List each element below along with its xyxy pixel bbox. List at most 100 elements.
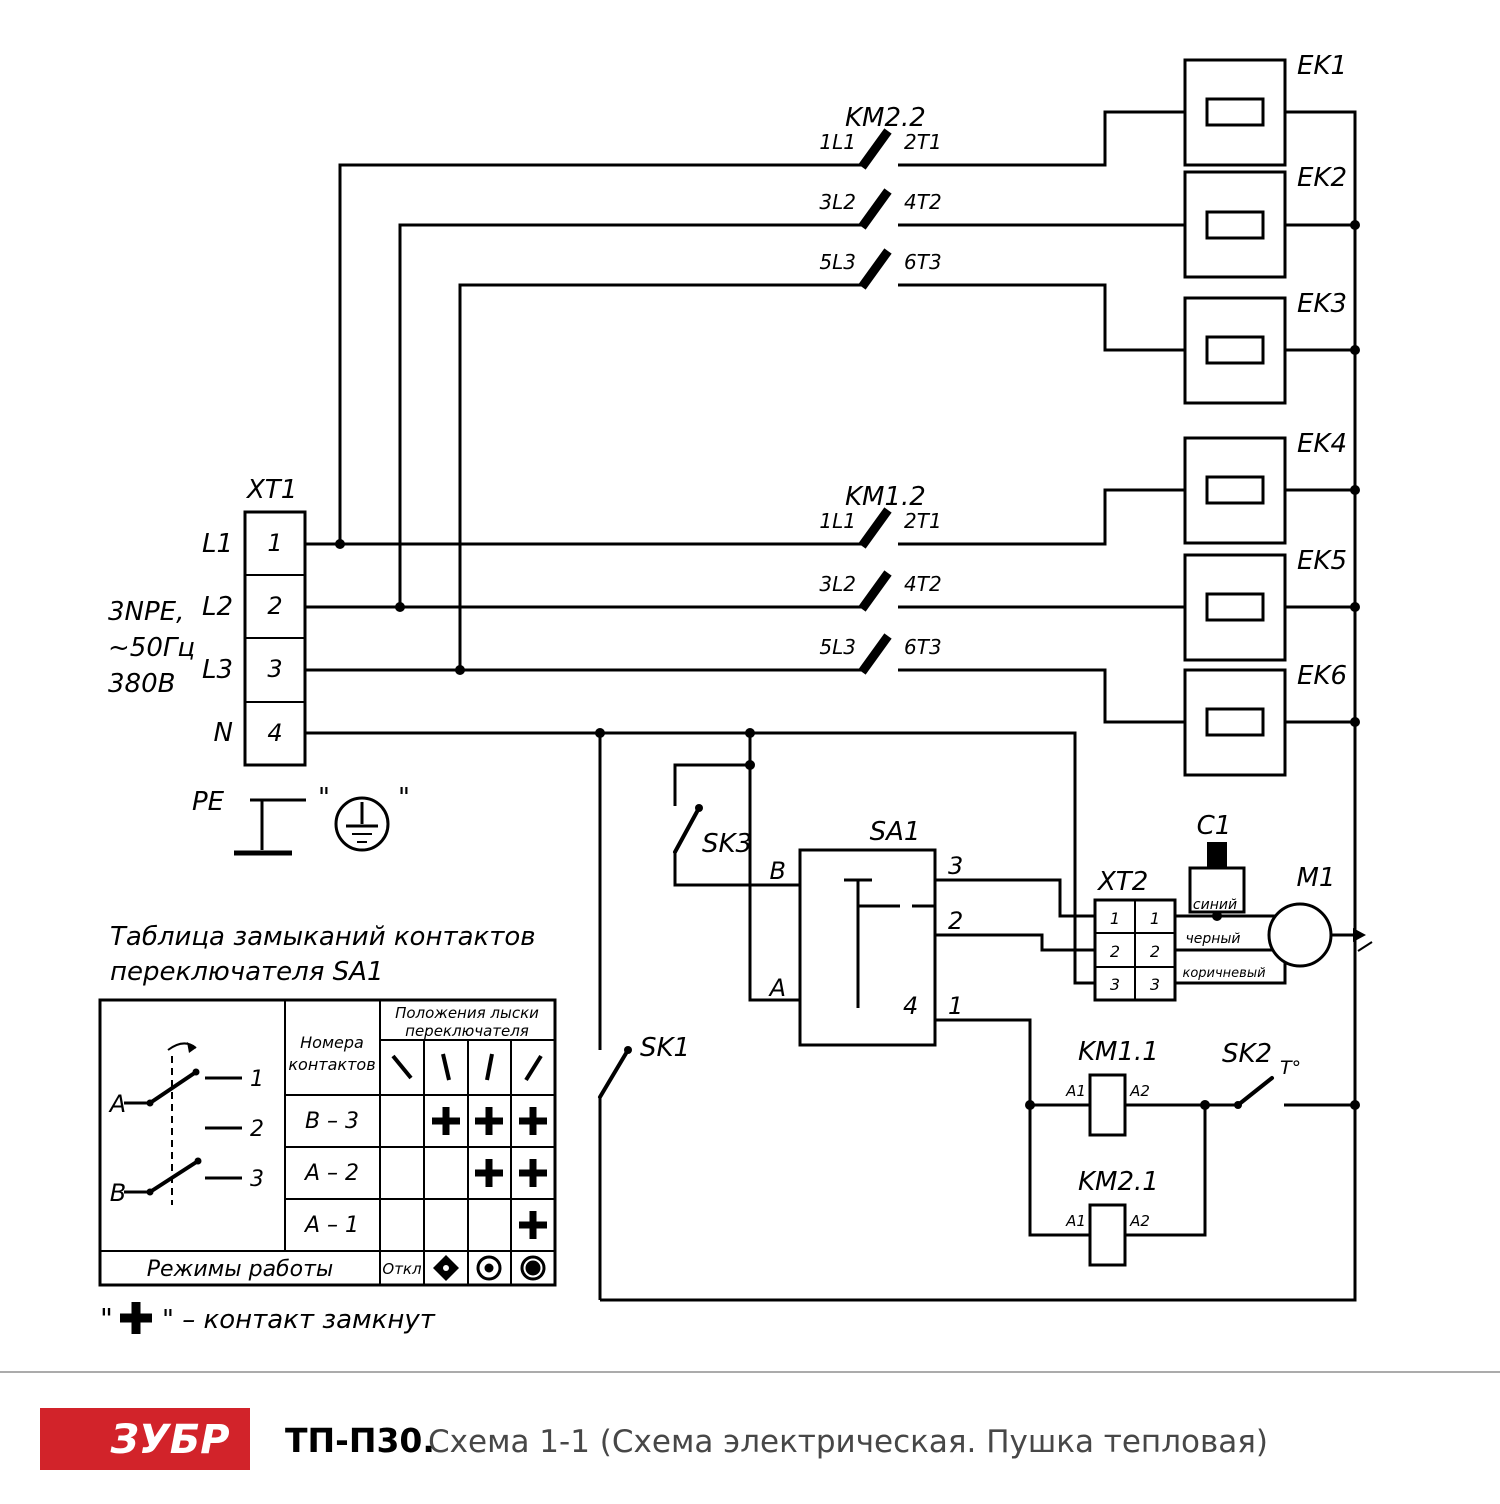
km11-a1-label: A1 (1065, 1082, 1086, 1100)
heater-ek2-element (1205, 210, 1265, 240)
contact-closed-mark (519, 1211, 547, 1239)
heater-ek2-body (1183, 170, 1287, 279)
motor-m1: M1 синий черный коричневый (1182, 863, 1373, 981)
heater-ek1-body (1183, 58, 1287, 167)
phase-n-label: N (214, 718, 233, 748)
terminal-block-xt2: XT2 1 2 3 1 2 3 (1093, 867, 1177, 1002)
wire-sa1-pin1 (935, 1018, 1090, 1237)
mode-half-heat-icon (476, 1255, 502, 1281)
footer-caption: Схема 1-1 (Схема электрическая. Пушка те… (428, 1424, 1268, 1460)
km11-label: KM1.1 (1078, 1037, 1159, 1067)
km22-p1out: 2T1 (904, 130, 942, 154)
km12-p1out: 2T1 (904, 509, 942, 533)
junction-dot (1350, 1100, 1360, 1110)
pe-quote-close: " (398, 783, 410, 813)
xt1-terminal-1: 1 (267, 529, 282, 557)
m1-body (1267, 902, 1333, 968)
junction-dot (335, 539, 345, 549)
coil-km2-1: KM2.1 A1 A2 (1065, 1167, 1159, 1267)
sk3-label: SK3 (702, 829, 752, 859)
junction-dot (1350, 717, 1360, 727)
junction-dot (745, 760, 755, 770)
sk2-label: SK2 (1222, 1039, 1272, 1069)
heater-ek3-body (1183, 296, 1287, 405)
earth-circle (334, 796, 390, 852)
position-mark-4 (524, 1054, 543, 1082)
contact-closed-mark (475, 1159, 503, 1187)
table-frame (98, 998, 557, 1287)
wire-l2 (305, 223, 862, 609)
phase-l3-label: L3 (202, 655, 233, 685)
junction-dots (335, 220, 1360, 1110)
km21-body (1088, 1203, 1127, 1267)
m1-label: M1 (1297, 863, 1336, 893)
wire-l1 (305, 163, 862, 546)
legend-text: " – контакт замкнут (162, 1305, 436, 1335)
xt1-terminal-2: 2 (267, 592, 282, 620)
km12-p3in: 5L3 (819, 635, 856, 659)
heater-ek5-element (1205, 592, 1265, 622)
table-modes-label: Режимы работы (147, 1257, 334, 1282)
wiring (305, 110, 1357, 1302)
pictogram-b-label: B (110, 1179, 126, 1207)
position-mark-2 (441, 1053, 451, 1081)
earth-icon-bars (352, 833, 372, 843)
switch-sk1: SK1 (598, 1033, 690, 1099)
wire-km22-out1 (898, 110, 1185, 167)
c1-terminal (1207, 842, 1227, 868)
heater-ek6-label: EK6 (1297, 661, 1347, 691)
sa1-pin-1-label: 1 (948, 992, 963, 1020)
heater-ek4-label: EK4 (1297, 429, 1347, 459)
table-hdr-contacts-2: контактов (288, 1055, 375, 1074)
capacitor-c1: C1 (1188, 811, 1246, 916)
sa1-pin-b-label: B (770, 857, 786, 885)
xt1-label: XT1 (245, 475, 297, 505)
phase-l1-label: L1 (202, 529, 233, 559)
sa1-body (798, 848, 937, 1047)
sk2-pivot (1234, 1101, 1242, 1109)
pe-quote-open: " (318, 783, 330, 813)
wire-sa1-feed (673, 733, 800, 1002)
fan-arrow-icon (1353, 928, 1366, 942)
km21-label: KM2.1 (1078, 1167, 1159, 1197)
sa1-internal-switch (844, 878, 934, 1008)
xt1-terminal-3: 3 (267, 655, 282, 683)
wire-km22-out3 (898, 283, 1185, 352)
heater-ek3-element (1205, 335, 1265, 365)
sk1-blade (598, 1048, 630, 1099)
sa1-pin-3-label: 3 (948, 852, 963, 880)
wire-coils-right (1125, 1103, 1355, 1237)
contactor-km2-2: KM2.2 1L1 2T1 3L2 4T2 5L3 6T3 (819, 103, 942, 290)
heater-ek6-element (1205, 707, 1265, 737)
mode-full-heat-dot (525, 1260, 541, 1276)
sa1-label: SA1 (870, 817, 921, 847)
km22-p3in: 5L3 (819, 250, 856, 274)
xt2-l2: 2 (1110, 942, 1120, 961)
sk1-blade-tip (624, 1046, 632, 1054)
contact-closed-mark (432, 1107, 460, 1135)
sa1-pin-a-label: A (768, 974, 786, 1002)
km22-p1in: 1L1 (819, 130, 856, 154)
heater-ek4-body (1183, 436, 1287, 545)
wire-heater-rail (600, 110, 1357, 1302)
sk1-label: SK1 (640, 1033, 690, 1063)
pictogram-tip-a (192, 1068, 200, 1076)
table-hdr-contacts-1: Номера (300, 1033, 364, 1052)
table-grid (100, 1000, 555, 1285)
sk3-blade-tip (695, 804, 703, 812)
pictogram-contact-3: 3 (250, 1167, 264, 1192)
footer: ЗУБР ТП-П30. Схема 1-1 (Схема электричес… (0, 1371, 1500, 1470)
pictogram-tip-b (194, 1157, 202, 1165)
pictogram-pivot-a (146, 1099, 154, 1107)
sa1-pin-4-label: 4 (903, 992, 918, 1020)
km22-blade-1 (858, 128, 892, 170)
table-off-label: Откл (382, 1260, 422, 1278)
km12-label: KM1.2 (845, 482, 926, 512)
wire-sa1-pin3 (935, 878, 1095, 918)
pe-label: PE (192, 787, 225, 817)
km22-label: KM2.2 (845, 103, 926, 133)
heater-ek6-body (1183, 668, 1287, 777)
wire-sa1-pin2 (935, 933, 1095, 952)
